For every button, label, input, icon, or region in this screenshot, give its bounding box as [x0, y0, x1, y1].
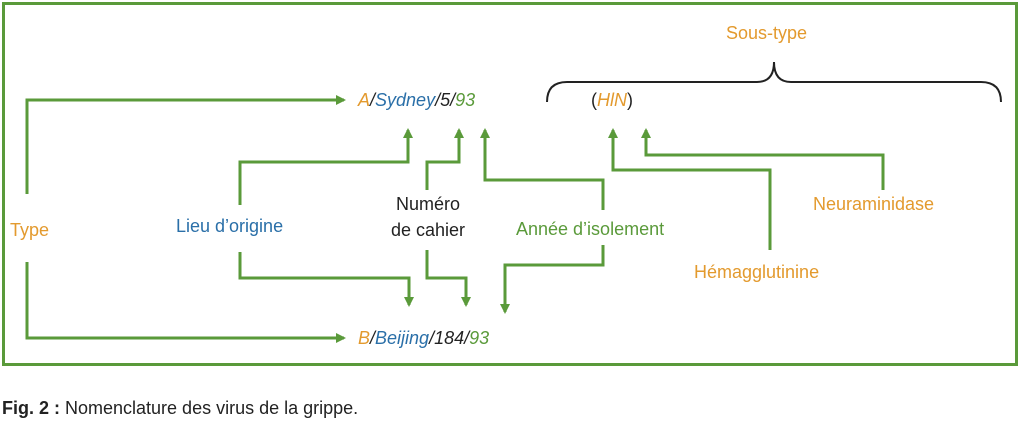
subtype-close-paren: ): [627, 90, 633, 110]
virus-b-separator: /: [464, 328, 470, 348]
type-label: Type: [10, 220, 50, 240]
diagram-frame: [2, 2, 1018, 366]
subtype-open-paren: (: [591, 90, 597, 110]
virus-b-year: 93: [469, 328, 490, 348]
annee-to-93a-arrow: [480, 128, 605, 210]
virus-a-number: 5: [440, 90, 451, 110]
virus-a-location: Sydney: [375, 90, 436, 110]
neuraminidase-label: Neuraminidase: [813, 194, 935, 214]
figure-caption-prefix: Fig. 2 :: [2, 398, 60, 418]
sous-type-label: Sous-type: [726, 23, 808, 43]
subtype-hn: HlN: [597, 90, 627, 110]
numero-cahier-line2: de cahier: [390, 220, 466, 240]
virus-b-type: B: [358, 328, 371, 348]
virus-b-number: 184: [434, 328, 465, 348]
lieu-origine-label: Lieu d’origine: [176, 216, 284, 236]
neuraminidase-to-n-arrow: [641, 128, 885, 190]
numero-cahier-label: Numéro de cahier: [380, 193, 476, 241]
type-to-a-arrow: [25, 95, 346, 194]
type-to-b-arrow: [25, 262, 346, 343]
subtype-value: (HlN): [591, 89, 633, 111]
virus-b-separator: /: [429, 328, 435, 348]
hemagglutinine-label: Hémagglutinine: [694, 262, 820, 282]
lieu-to-sydney-arrow: [238, 128, 413, 205]
numero-to-184-arrow: [425, 250, 471, 307]
virus-a-year: 93: [455, 90, 476, 110]
sous-type-brace: [546, 61, 1002, 103]
lieu-to-beijing-arrow: [238, 252, 414, 307]
figure-caption: Fig. 2 : Nomenclature des virus de la gr…: [2, 398, 358, 419]
virus-b-location: Beijing: [375, 328, 430, 348]
annee-to-93b-arrow: [500, 245, 605, 314]
virus-b-separator: /: [370, 328, 376, 348]
virus-a-separator: /: [435, 90, 441, 110]
virus-a-separator: /: [450, 90, 456, 110]
figure-caption-text: Nomenclature des virus de la grippe.: [60, 398, 359, 418]
virus-a-separator: /: [370, 90, 376, 110]
numero-cahier-line1: Numéro: [395, 194, 461, 214]
virus-a-type: A: [358, 90, 371, 110]
virus-b-name: B/Beijing/184/93: [358, 327, 489, 349]
hemagglutinine-to-h-arrow: [608, 128, 772, 250]
virus-a-name: A/Sydney/5/93: [358, 89, 475, 111]
annee-isolement-label: Année d’isolement: [516, 219, 665, 239]
numero-to-5-arrow: [425, 128, 464, 190]
